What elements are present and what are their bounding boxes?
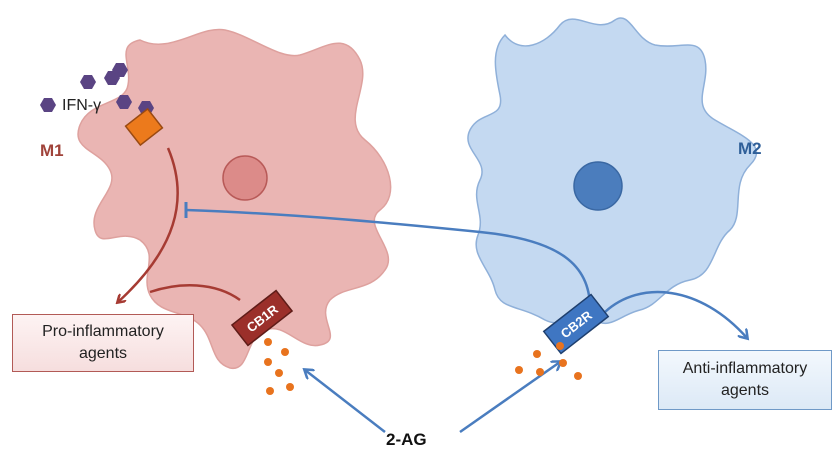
pro-inflammatory-line2: agents <box>78 345 128 362</box>
m1-cell <box>77 28 392 369</box>
m1-nucleus <box>222 155 268 201</box>
inhibition-line <box>185 208 592 309</box>
ifn-molecules <box>40 63 154 115</box>
two-ag-dots-right <box>515 342 582 380</box>
two-ag-label: 2-AG <box>386 430 427 449</box>
ifn-label: IFN-γ <box>62 97 101 114</box>
anti-inflammatory-line2: agents <box>720 382 770 399</box>
two-ag-arrow-left <box>305 370 386 433</box>
two-ag-dots-left <box>264 338 294 395</box>
pro-inflammatory-box: Pro-inflammatory agents <box>12 314 194 372</box>
ifn-receptor <box>124 107 164 147</box>
m1-label: M1 <box>40 141 64 160</box>
m1-signal-arrow <box>118 147 179 302</box>
anti-inflammatory-line1: Anti-inflammatory <box>682 360 808 377</box>
m2-label: M2 <box>738 139 762 158</box>
cb2r-signal-arrow <box>604 290 747 338</box>
pro-inflammatory-line1: Pro-inflammatory <box>42 323 164 340</box>
cb1r-signal-arrow <box>149 284 241 302</box>
m2-nucleus <box>573 161 623 211</box>
two-ag-arrow-right <box>459 362 560 434</box>
anti-inflammatory-box: Anti-inflammatory agents <box>658 350 832 410</box>
